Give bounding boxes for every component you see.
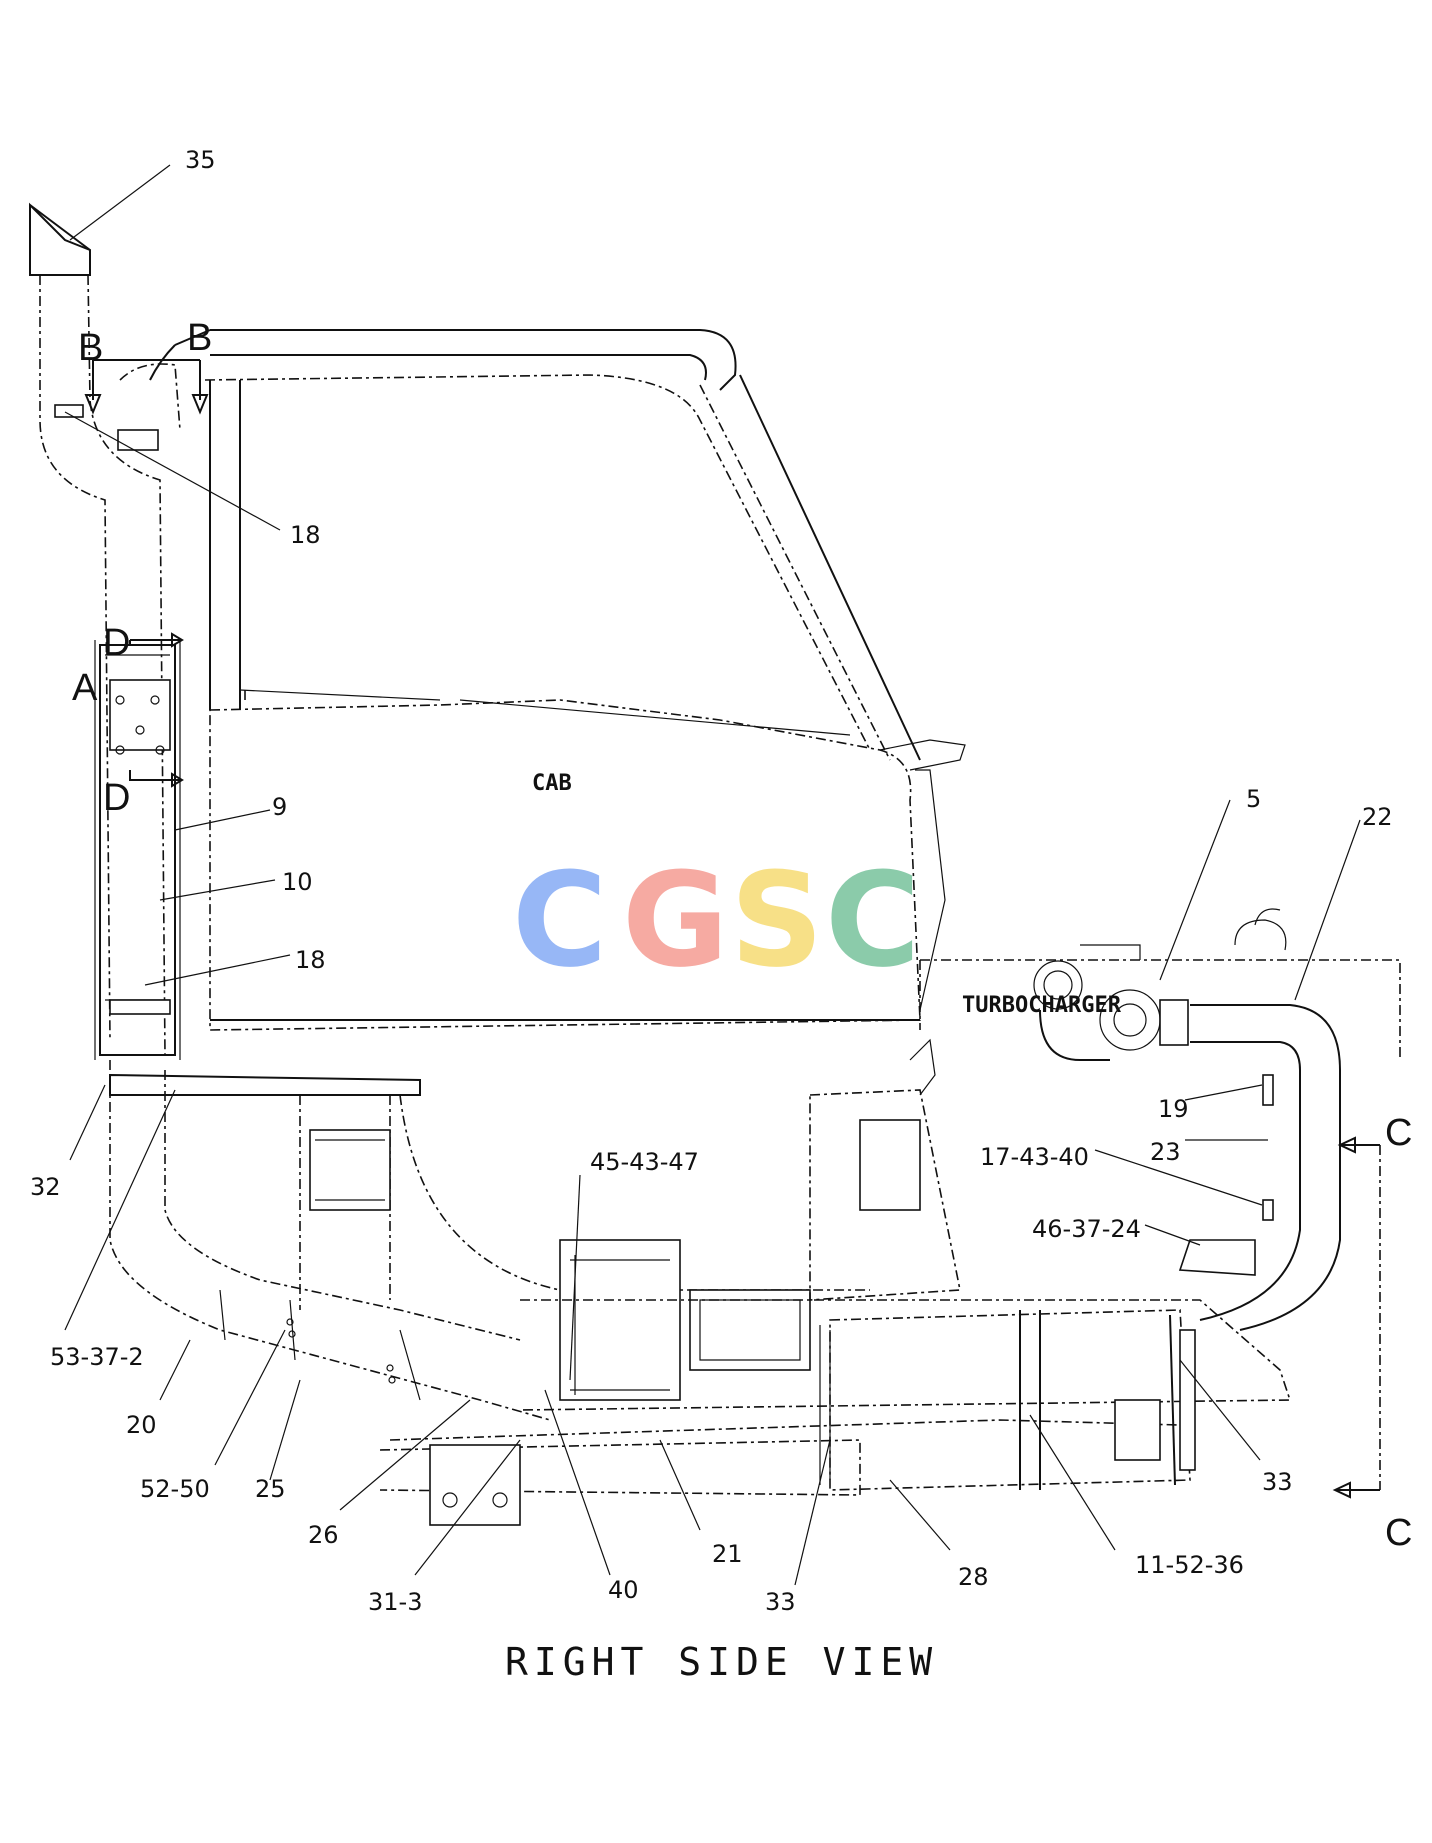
muffler bbox=[819, 1309, 1196, 1491]
turbocharger-assembly: TURBOCHARGER bbox=[962, 908, 1341, 1331]
section-label-b1: B bbox=[78, 327, 103, 369]
callout-9: 9 bbox=[272, 793, 287, 821]
exhaust-pipe bbox=[109, 1060, 551, 1421]
callout-5: 5 bbox=[1246, 785, 1261, 813]
callout-11-52-36: 11-52-36 bbox=[1135, 1551, 1244, 1579]
callout-23: 23 bbox=[1150, 1138, 1181, 1166]
section-line-b bbox=[84, 359, 209, 415]
callout-52-50: 52-50 bbox=[140, 1475, 210, 1503]
callout-33-lower: 33 bbox=[765, 1588, 796, 1616]
watermark-letter-c2: C bbox=[825, 844, 920, 996]
callout-26: 26 bbox=[308, 1521, 339, 1549]
cab: CAB bbox=[209, 689, 966, 1031]
turbocharger-label: TURBOCHARGER bbox=[962, 993, 1122, 1018]
callout-45-43-47: 45-43-47 bbox=[590, 1148, 699, 1176]
callout-19: 19 bbox=[1158, 1095, 1189, 1123]
callout-10: 10 bbox=[282, 868, 313, 896]
section-label-d2: D bbox=[103, 777, 130, 819]
rops-frame bbox=[149, 329, 921, 761]
section-line-d bbox=[129, 632, 184, 788]
callout-33-right: 33 bbox=[1262, 1468, 1293, 1496]
callouts: 35 18 9 10 18 32 53-37-2 20 52-50 25 26 … bbox=[30, 146, 1393, 1616]
watermark-logo: C G S C bbox=[512, 844, 920, 996]
engine-upper bbox=[809, 959, 1401, 1301]
callout-32: 32 bbox=[30, 1173, 61, 1201]
exhaust-stack bbox=[29, 202, 181, 1060]
watermark-letter-g: G bbox=[622, 844, 729, 996]
callout-53-37-2: 53-37-2 bbox=[50, 1343, 144, 1371]
callout-46-37-24: 46-37-24 bbox=[1032, 1215, 1141, 1243]
watermark-letter-s: S bbox=[730, 844, 824, 996]
callout-22: 22 bbox=[1362, 803, 1393, 831]
section-label-c2: C bbox=[1385, 1512, 1412, 1554]
callout-20: 20 bbox=[126, 1411, 157, 1439]
view-title: RIGHT SIDE VIEW bbox=[505, 1640, 938, 1684]
leader-lines bbox=[64, 164, 1361, 1586]
callout-31-3: 31-3 bbox=[368, 1588, 422, 1616]
engine-lower bbox=[379, 1239, 1292, 1526]
callout-21: 21 bbox=[712, 1540, 743, 1568]
section-label-c1: C bbox=[1385, 1112, 1412, 1154]
callout-18-top: 18 bbox=[290, 521, 321, 549]
callout-17-43-40: 17-43-40 bbox=[980, 1143, 1089, 1171]
section-label-d1: D bbox=[103, 622, 130, 664]
section-label-b2: B bbox=[187, 317, 212, 359]
floor-platform bbox=[109, 1073, 870, 1310]
callout-40: 40 bbox=[608, 1576, 639, 1604]
section-line-c bbox=[1332, 1136, 1381, 1499]
cab-label: CAB bbox=[532, 771, 572, 796]
callout-28: 28 bbox=[958, 1563, 989, 1591]
callout-25: 25 bbox=[255, 1475, 286, 1503]
callout-35: 35 bbox=[185, 146, 216, 174]
section-letters: B B D D A C C bbox=[72, 317, 1412, 1554]
section-label-a: A bbox=[72, 667, 98, 709]
callout-18-mid: 18 bbox=[295, 946, 326, 974]
watermark-letter-c1: C bbox=[512, 844, 607, 996]
